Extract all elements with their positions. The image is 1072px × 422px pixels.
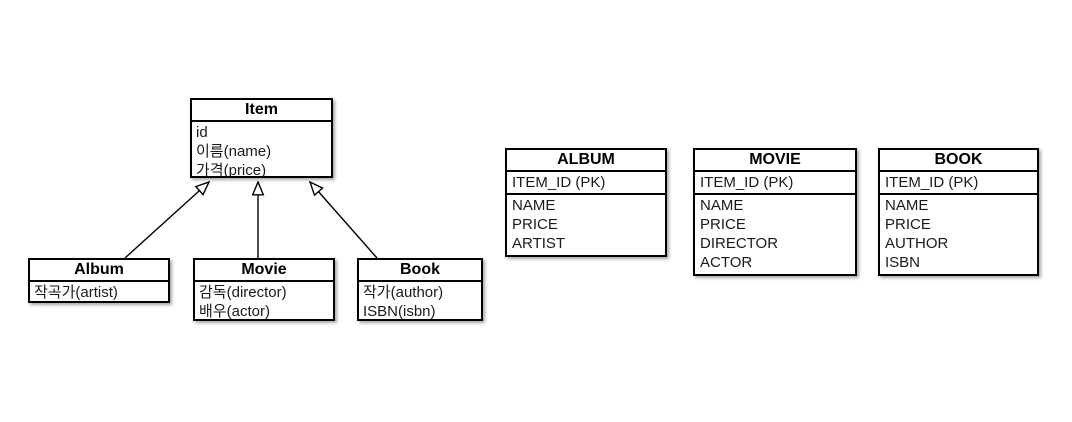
table-column: DIRECTOR: [700, 235, 779, 252]
uml-field: 감독(director): [199, 284, 287, 301]
table-column: ISBN: [885, 254, 921, 271]
table-book: BOOK ITEM_ID (PK) NAME PRICE AUTHOR ISBN: [878, 148, 1039, 276]
uml-field: 이름(name): [196, 143, 272, 160]
generalization-arrow-album-to-item: [124, 182, 209, 259]
uml-class-item-fields: id 이름(name) 가격(price): [192, 122, 331, 180]
table-column: PRICE: [700, 216, 746, 233]
table-movie-columns: NAME PRICE DIRECTOR ACTOR: [695, 195, 855, 274]
generalization-arrow-book-to-item: [310, 182, 378, 259]
uml-field: 작곡가(artist): [34, 284, 118, 301]
table-column: NAME: [885, 197, 929, 214]
table-column: NAME: [512, 197, 556, 214]
table-column: ACTOR: [700, 254, 753, 271]
uml-class-album-fields: 작곡가(artist): [30, 282, 168, 302]
uml-field: 작가(author): [363, 284, 444, 301]
table-book-pk: ITEM_ID (PK): [880, 172, 1037, 195]
uml-class-item: Item id 이름(name) 가격(price): [190, 98, 333, 180]
table-column: NAME: [700, 197, 744, 214]
table-column: PRICE: [885, 216, 931, 233]
table-album: ALBUM ITEM_ID (PK) NAME PRICE ARTIST: [505, 148, 667, 257]
table-movie-pk: ITEM_ID (PK): [695, 172, 855, 195]
uml-class-movie: Movie 감독(director) 배우(actor): [193, 258, 335, 321]
uml-field: ISBN(isbn): [363, 303, 436, 320]
table-book-name: BOOK: [880, 150, 1037, 172]
table-album-columns: NAME PRICE ARTIST: [507, 195, 665, 255]
uml-class-book-title: Book: [359, 260, 481, 282]
uml-class-book-fields: 작가(author) ISBN(isbn): [359, 282, 481, 321]
table-column: ARTIST: [512, 235, 566, 252]
uml-field: 가격(price): [196, 162, 267, 179]
table-album-pk: ITEM_ID (PK): [507, 172, 665, 195]
uml-class-movie-title: Movie: [195, 260, 333, 282]
uml-class-album: Album 작곡가(artist): [28, 258, 170, 303]
uml-class-book: Book 작가(author) ISBN(isbn): [357, 258, 483, 321]
table-column: AUTHOR: [885, 235, 949, 252]
uml-field: 배우(actor): [199, 303, 270, 320]
uml-class-item-title: Item: [192, 100, 331, 122]
table-movie: MOVIE ITEM_ID (PK) NAME PRICE DIRECTOR A…: [693, 148, 857, 276]
table-book-columns: NAME PRICE AUTHOR ISBN: [880, 195, 1037, 274]
uml-class-movie-fields: 감독(director) 배우(actor): [195, 282, 333, 321]
table-album-name: ALBUM: [507, 150, 665, 172]
generalization-arrows-layer: [124, 0, 378, 259]
table-movie-name: MOVIE: [695, 150, 855, 172]
uml-field: id: [196, 124, 208, 141]
table-column: PRICE: [512, 216, 558, 233]
uml-class-album-title: Album: [30, 260, 168, 282]
